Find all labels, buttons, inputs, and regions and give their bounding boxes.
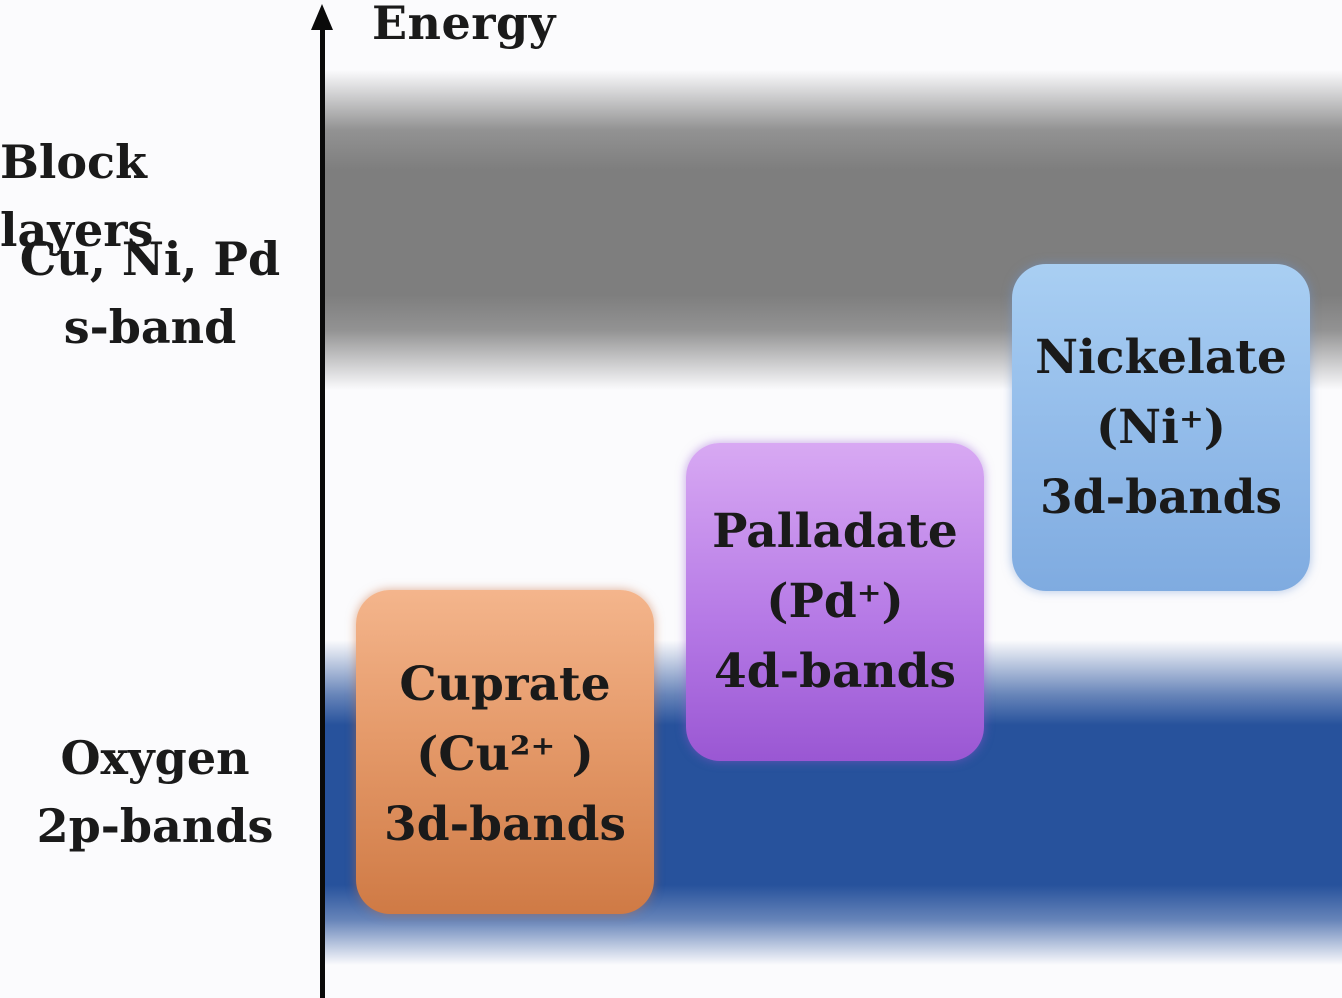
cuprate-bands: 3d-bands bbox=[384, 797, 626, 852]
s-band-label-line2: s-band bbox=[63, 300, 237, 354]
nickelate-name: Nickelate bbox=[1035, 329, 1287, 385]
oxygen-label-line1: Oxygen bbox=[60, 731, 250, 785]
cuprate-box: Cuprate (Cu²⁺ ) 3d-bands bbox=[356, 590, 654, 914]
s-band-label: Cu, Ni, Pd s-band bbox=[0, 225, 300, 361]
nickelate-box: Nickelate (Ni⁺) 3d-bands bbox=[1012, 264, 1310, 591]
palladate-ion: (Pd⁺) bbox=[766, 574, 904, 629]
oxygen-label-line2: 2p-bands bbox=[36, 799, 274, 853]
palladate-bands: 4d-bands bbox=[714, 644, 956, 699]
s-band-label-line1: Cu, Ni, Pd bbox=[19, 232, 281, 286]
nickelate-ion: (Ni⁺) bbox=[1095, 399, 1227, 455]
energy-axis-line bbox=[320, 24, 325, 998]
cuprate-ion: (Cu²⁺ ) bbox=[416, 727, 594, 782]
block-layers-label: Block layers bbox=[0, 135, 154, 257]
oxygen-band-label: Oxygen 2p-bands bbox=[0, 724, 310, 860]
nickelate-bands: 3d-bands bbox=[1040, 469, 1282, 525]
cuprate-name: Cuprate bbox=[399, 657, 611, 712]
energy-axis-label: Energy bbox=[372, 0, 556, 50]
palladate-name: Palladate bbox=[712, 504, 958, 559]
energy-axis-arrow-icon bbox=[311, 4, 333, 30]
palladate-box: Palladate (Pd⁺) 4d-bands bbox=[686, 443, 984, 761]
